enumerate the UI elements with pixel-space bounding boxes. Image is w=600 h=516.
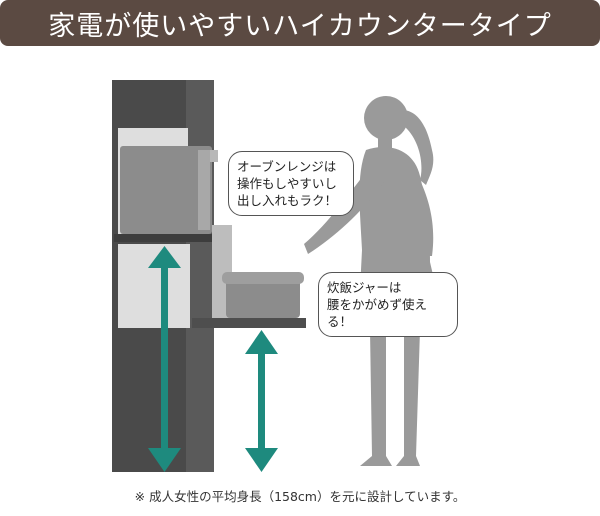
- rice-cooker-lid: [222, 272, 304, 284]
- microwave-callout: オーブンレンジは 操作もしやすいし 出し入れもラク！: [228, 151, 354, 216]
- footnote: ※ 成人女性の平均身長（158cm）を元に設計しています。: [134, 489, 466, 504]
- slide-shelf: [192, 318, 306, 328]
- rice-cooker-body: [226, 280, 300, 318]
- height-arrow-rice-cooker: [245, 330, 278, 472]
- lower-niche: [118, 244, 190, 328]
- cabinet-side-panel: [186, 80, 214, 472]
- microwave-shelf: [114, 234, 216, 242]
- header-banner: 家電が使いやすいハイカウンタータイプ: [0, 0, 600, 46]
- microwave-control: [210, 150, 218, 162]
- rice-cooker-callout: 炊飯ジャーは 腰をかがめず使える！: [318, 272, 458, 337]
- microwave-panel: [198, 150, 210, 230]
- height-arrow-microwave: [148, 246, 181, 472]
- page-title: 家電が使いやすいハイカウンタータイプ: [48, 10, 552, 42]
- microwave: [120, 146, 212, 234]
